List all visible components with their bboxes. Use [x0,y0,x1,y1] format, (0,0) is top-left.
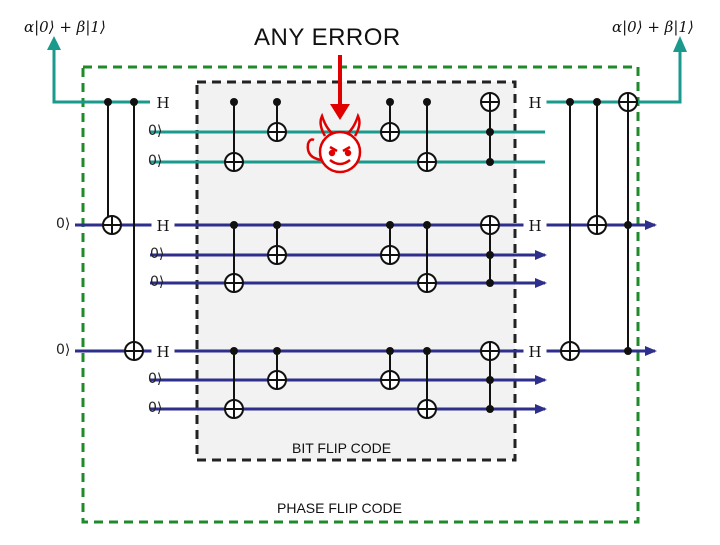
control-dot [486,128,494,136]
ancilla-ket-label: 0⟩ [148,153,163,169]
hadamard-gate-label: H [156,343,169,361]
hadamard-gate-label: H [528,217,541,235]
hadamard-gate-label: H [156,94,169,112]
phase-flip-caption: PHASE FLIP CODE [277,500,403,516]
control-dot [423,347,431,355]
ancilla-ket-label: 0⟩ [56,342,71,358]
input-arrow [47,36,61,50]
control-dot [230,98,238,106]
control-dot [230,347,238,355]
output-arrow [673,36,687,52]
hadamard-gate-box [523,213,547,237]
control-dot [486,405,494,413]
ancilla-ket-label: 0⟩ [56,216,71,232]
devil-icon [306,112,362,174]
control-dot [423,98,431,106]
wire-arrowhead [645,220,657,230]
control-dot [273,221,281,229]
output-wire [525,40,682,104]
hadamard-gate-label: H [528,343,541,361]
control-dot [273,98,281,106]
control-dot [273,347,281,355]
hadamard-gate-label: H [528,94,541,112]
hadamard-gate-box [523,90,547,114]
control-dot [104,98,112,106]
control-dot [386,98,394,106]
control-dot [423,221,431,229]
control-dot [386,221,394,229]
input-state-label: α|0⟩ + β|1⟩ [24,18,106,36]
control-dot [486,279,494,287]
bit-flip-caption: BIT FLIP CODE [292,440,392,456]
hadamard-gate-label: H [156,217,169,235]
hadamard-gate-box [151,90,175,114]
wire-arrowhead [535,375,547,385]
control-dot [386,347,394,355]
ancilla-ket-label: 0⟩ [150,274,165,290]
control-dot [624,347,632,355]
wire-arrowhead [535,278,547,288]
input-wire [52,40,150,104]
control-dot [593,98,601,106]
control-dot [566,98,574,106]
control-dot [230,221,238,229]
output-state-label: α|0⟩ + β|1⟩ [612,18,694,36]
control-dot [624,221,632,229]
control-dot [486,376,494,384]
ancilla-ket-label: 0⟩ [148,400,163,416]
phase-flip-box [81,65,640,524]
ancilla-ket-label: 0⟩ [150,246,165,262]
wire-arrowhead [645,346,657,356]
hadamard-gate-box [151,339,175,363]
control-dot [486,251,494,259]
ancilla-ket-label: 0⟩ [148,371,163,387]
hadamard-gate-box [523,339,547,363]
control-dot [130,98,138,106]
wire-arrowhead [535,404,547,414]
error-title: ANY ERROR [254,24,401,51]
ancilla-ket-label: 0⟩ [148,123,163,139]
control-dot [486,158,494,166]
error-arrowhead [330,104,350,120]
hadamard-gate-box [151,213,175,237]
wire-arrowhead [535,250,547,260]
